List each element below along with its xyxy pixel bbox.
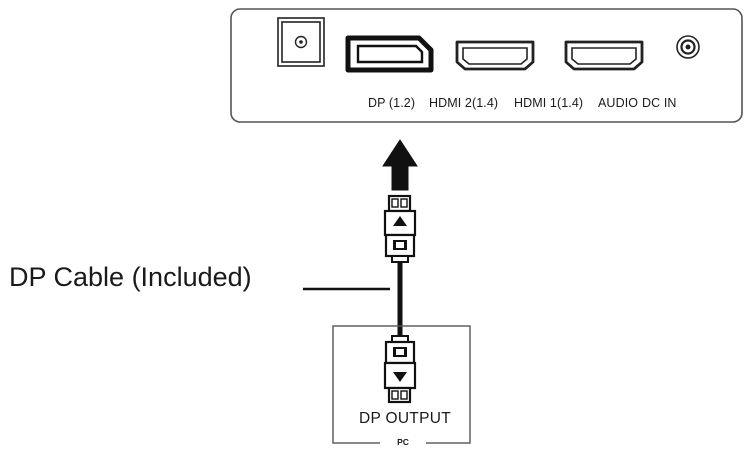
power-jack-icon <box>277 17 325 67</box>
hdmi2-port-icon <box>455 40 535 71</box>
pc-label: PC <box>380 437 426 447</box>
insert-arrow-icon <box>382 139 418 191</box>
cable-label: DP Cable (Included) <box>9 262 252 292</box>
displayport-port-icon <box>345 35 434 73</box>
port-label-hdmi1: HDMI 1(1.4) <box>514 96 584 110</box>
port-label-dp: DP (1.2) <box>368 96 416 110</box>
hdmi1-port-icon <box>564 40 644 71</box>
port-label-audio: AUDIO <box>598 96 639 110</box>
port-label-dc-in: DC IN <box>642 96 677 110</box>
pc-output-label: DP OUTPUT <box>359 410 451 427</box>
dp-connector-monitor-end <box>383 194 417 263</box>
port-label-hdmi2: HDMI 2(1.4) <box>429 96 499 110</box>
dp-connector-pc-end <box>383 335 417 404</box>
audio-jack-icon <box>676 35 700 59</box>
